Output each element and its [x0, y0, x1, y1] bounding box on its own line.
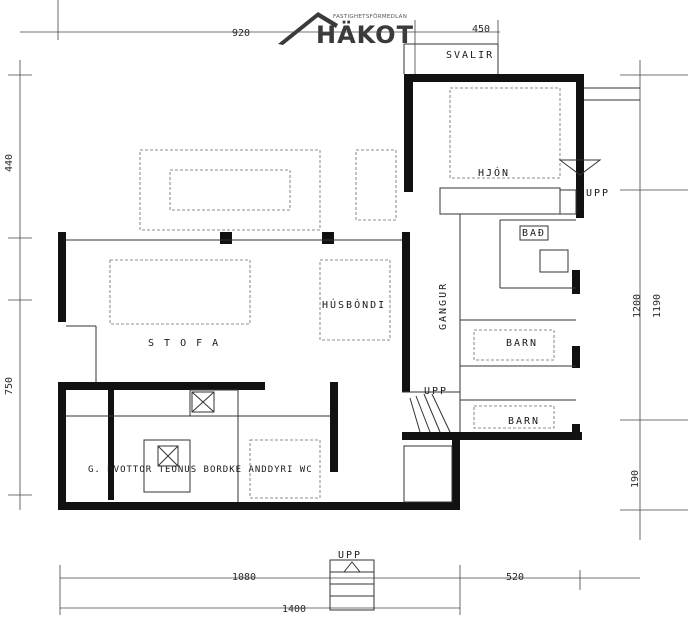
room-gangur-label: GANGUR [438, 282, 449, 330]
room-lower-row-label: G. RVOTTOR TEONUS BORDKE ANDDYRI WC [88, 465, 313, 475]
room-stofa-label: S T O F A [148, 338, 220, 349]
dim-bottom-right: 520 [506, 572, 524, 583]
dim-right-lower: 190 [630, 470, 641, 488]
room-hjon-label: HJÓN [478, 166, 510, 179]
room-svalir-label: SVALIR [446, 50, 494, 61]
dim-right-upper: 1200 [632, 294, 643, 318]
logo-name: HÄKOT [316, 20, 414, 49]
stair-upp-hjon-label: UPP [586, 188, 610, 199]
room-barn-upper-label: BARN [506, 338, 538, 349]
hakot-logo: FASTIGHETSFÖRMEDLAN HÄKOT [278, 12, 414, 49]
dimension-lines [8, 0, 688, 615]
furniture [109, 87, 561, 499]
logo-tagline: FASTIGHETSFÖRMEDLAN [333, 13, 407, 20]
house-roof-icon [278, 12, 338, 45]
room-barn-lower-label: BARN [508, 416, 540, 427]
stair-upp-entry-label: UPP [338, 550, 362, 561]
dim-top-right: 450 [472, 24, 490, 35]
dim-top-left: 920 [232, 28, 250, 39]
walls [58, 74, 584, 510]
dim-left-lower: 750 [4, 377, 15, 395]
partitions [66, 43, 640, 611]
dim-right-mid: 1190 [652, 294, 663, 318]
room-husbondi-label: HÚSBÓNDI [322, 298, 386, 311]
dim-left-upper: 440 [4, 154, 15, 172]
dim-bottom-total: 1400 [282, 604, 306, 615]
room-bad-label: BAÐ [522, 228, 546, 239]
stair-upp-label: UPP [424, 386, 448, 397]
dim-bottom-left: 1080 [232, 572, 256, 583]
